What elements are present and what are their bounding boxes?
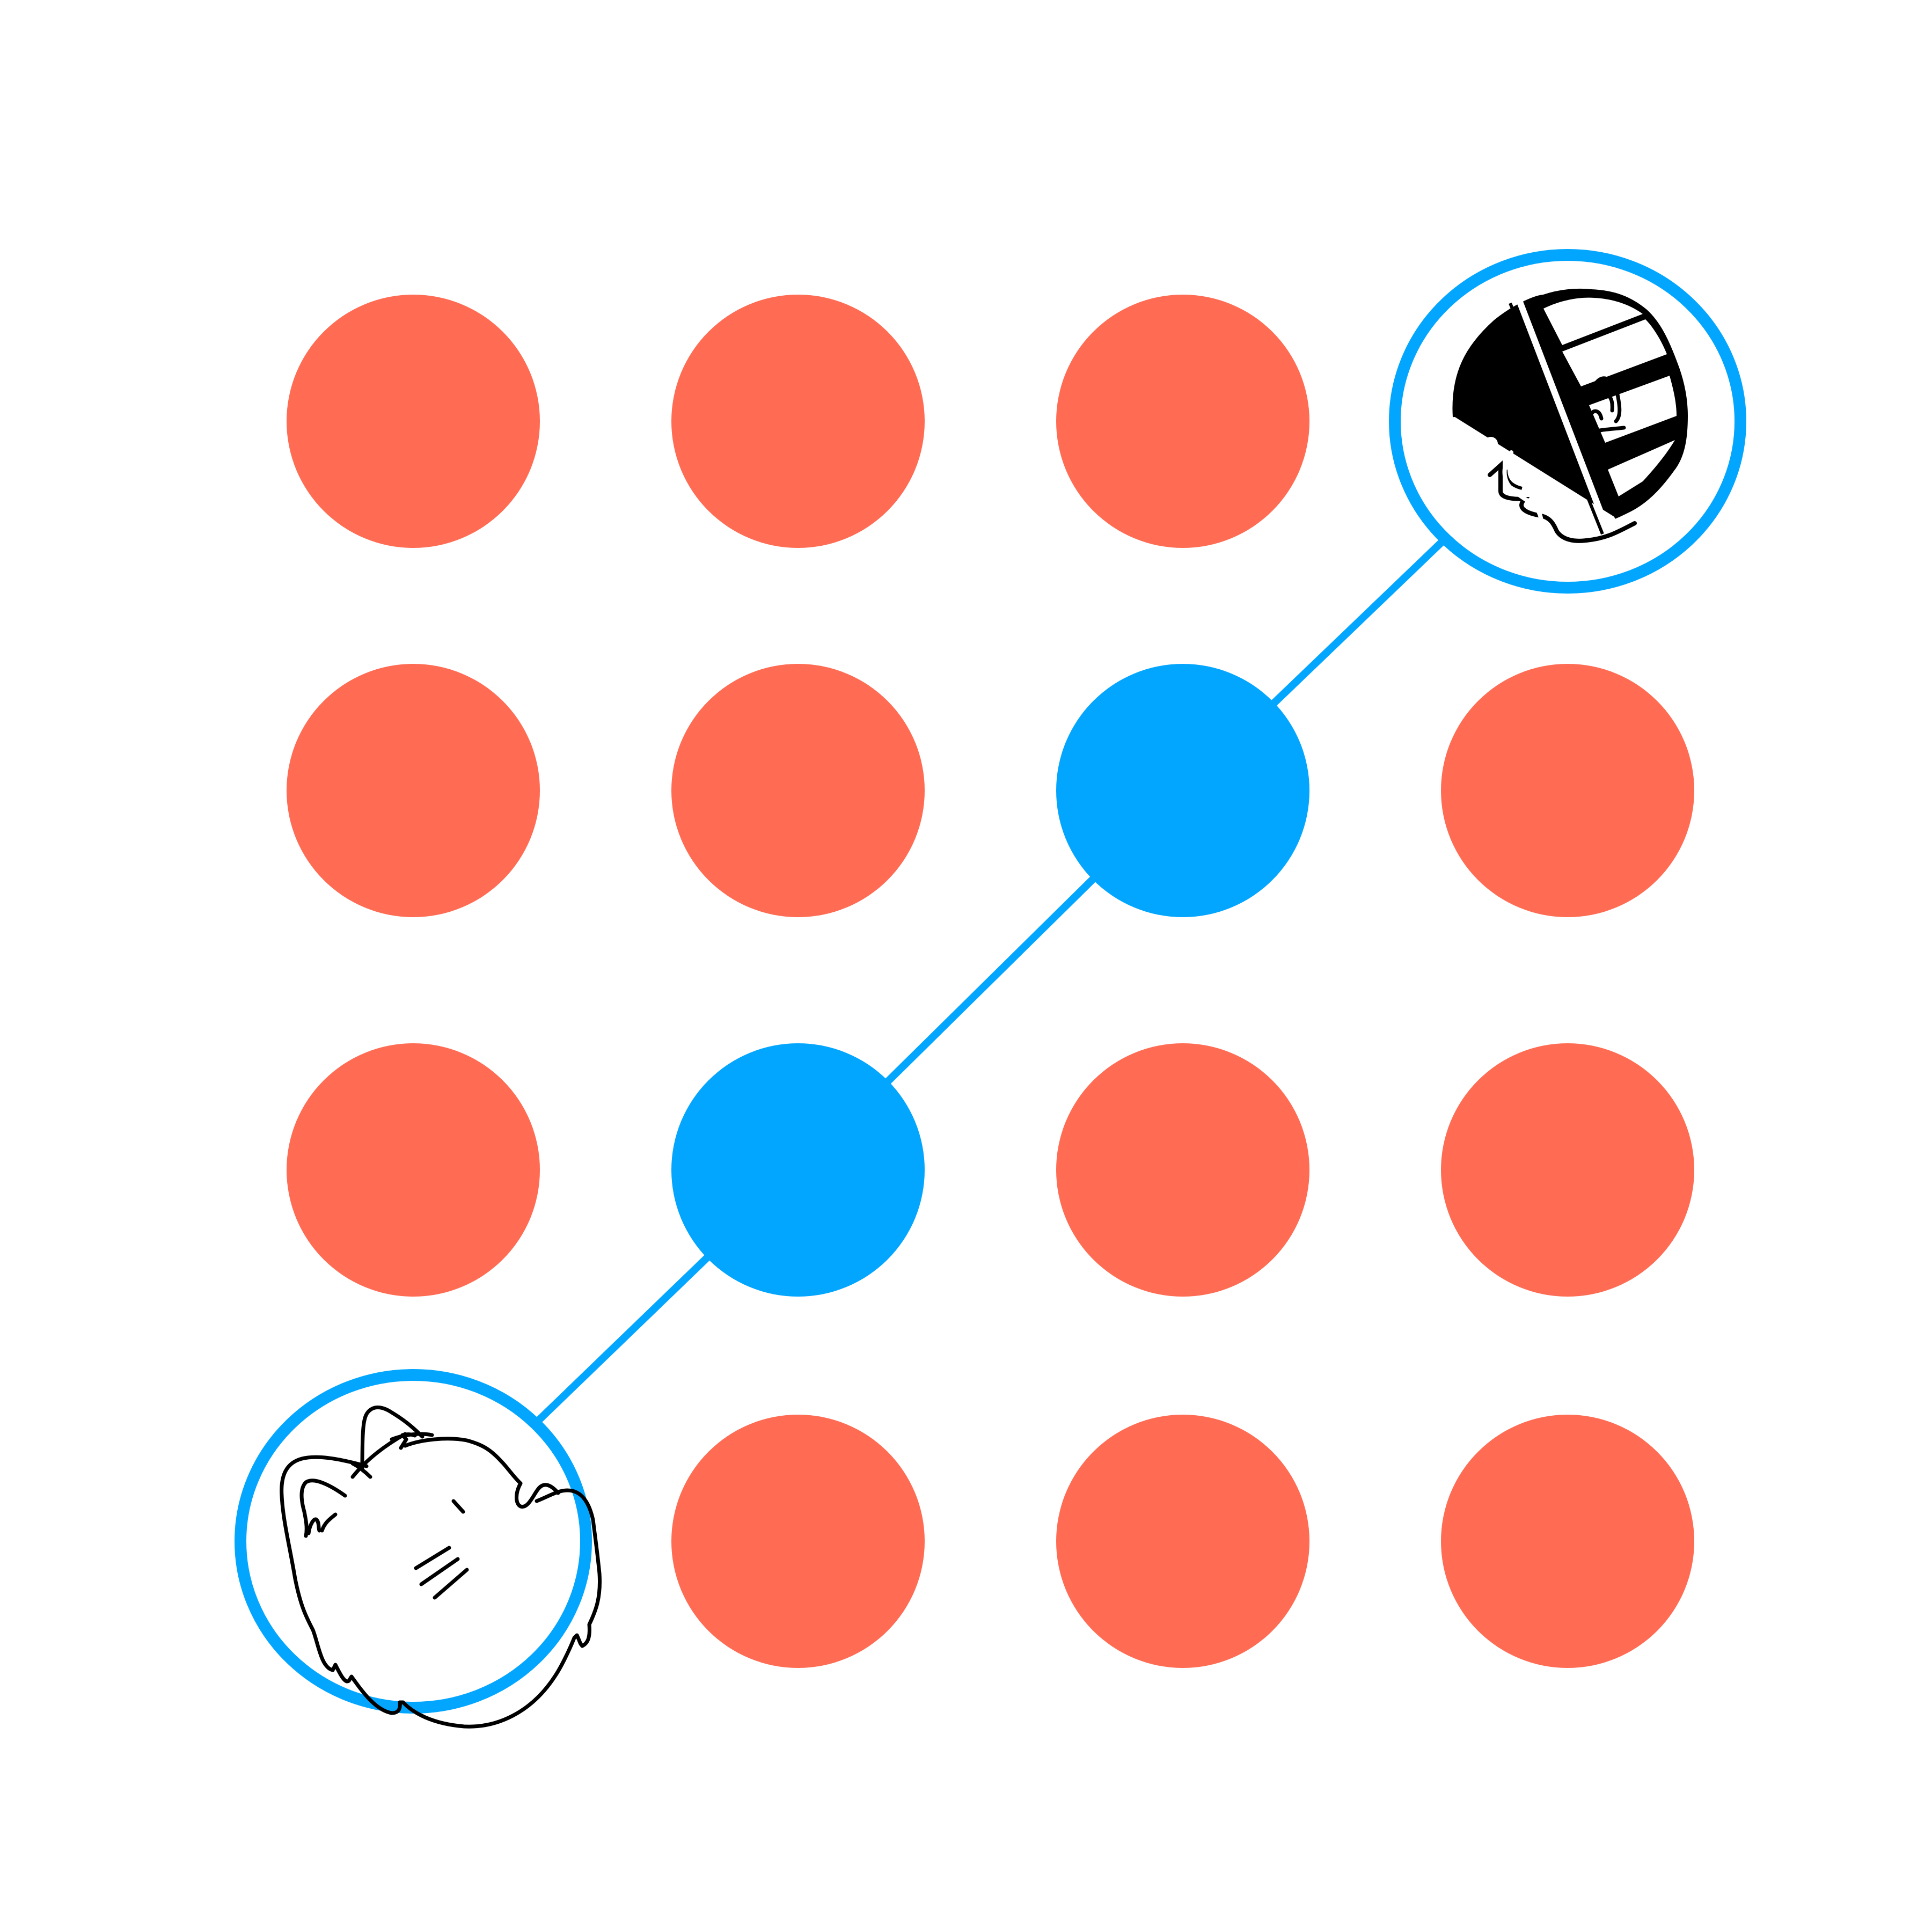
start-token[interactable] xyxy=(235,1369,602,1729)
grid-dot[interactable] xyxy=(671,295,925,548)
elephant-in-doorway-icon xyxy=(1452,288,1688,543)
grid-dot[interactable] xyxy=(1056,1043,1309,1297)
goal-token[interactable] xyxy=(1389,249,1746,594)
path-dot[interactable] xyxy=(671,1043,925,1297)
cat-icon xyxy=(280,1406,602,1729)
path-line-layer xyxy=(411,418,1570,1545)
grid-dot[interactable] xyxy=(671,1415,925,1668)
token-layer xyxy=(235,249,1746,1729)
grid-dot[interactable] xyxy=(1056,295,1309,548)
grid-dot[interactable] xyxy=(1441,1415,1694,1668)
grid-dot[interactable] xyxy=(287,295,540,548)
path-line xyxy=(411,418,1570,1545)
grid-dot[interactable] xyxy=(287,664,540,917)
start-token-ring xyxy=(235,1369,592,1714)
grid-dot[interactable] xyxy=(287,1043,540,1297)
dot-layer xyxy=(287,295,1694,1668)
path-dot[interactable] xyxy=(1056,664,1309,917)
grid-dot[interactable] xyxy=(1441,664,1694,917)
grid-dot[interactable] xyxy=(671,664,925,917)
grid-dot[interactable] xyxy=(1441,1043,1694,1297)
grid-dot[interactable] xyxy=(1056,1415,1309,1668)
